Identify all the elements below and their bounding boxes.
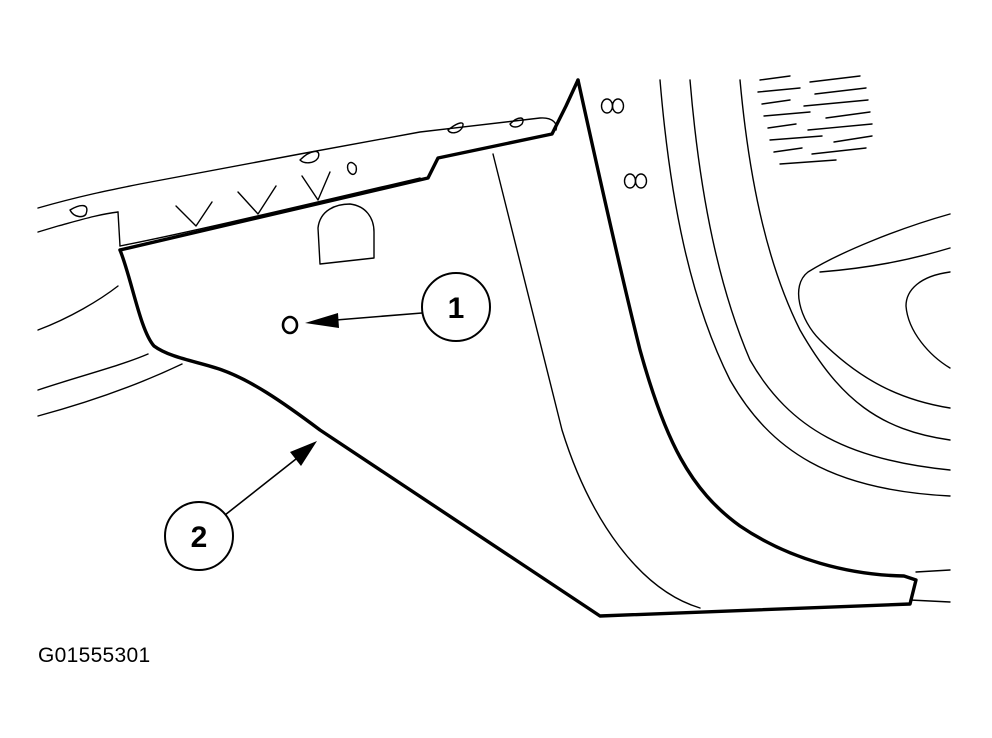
left-panel-lines (37, 285, 183, 417)
callout-2-leader (224, 441, 317, 516)
hole (281, 315, 299, 335)
panel-outline (118, 78, 918, 618)
callout-1-leader (305, 312, 423, 328)
access-slot (317, 203, 375, 265)
callout-1-number: 1 (448, 292, 465, 325)
figure-id: G01555301 (38, 644, 151, 667)
callout-1: 1 (421, 272, 491, 342)
vent-louvers (757, 75, 873, 165)
upper-sill (37, 117, 558, 247)
pillar-holes (600, 98, 648, 189)
inner-panel-lines (492, 79, 951, 609)
wheel-well-contour (797, 213, 951, 409)
callout-2: 2 (164, 501, 234, 571)
callout-2-number: 2 (191, 521, 208, 554)
